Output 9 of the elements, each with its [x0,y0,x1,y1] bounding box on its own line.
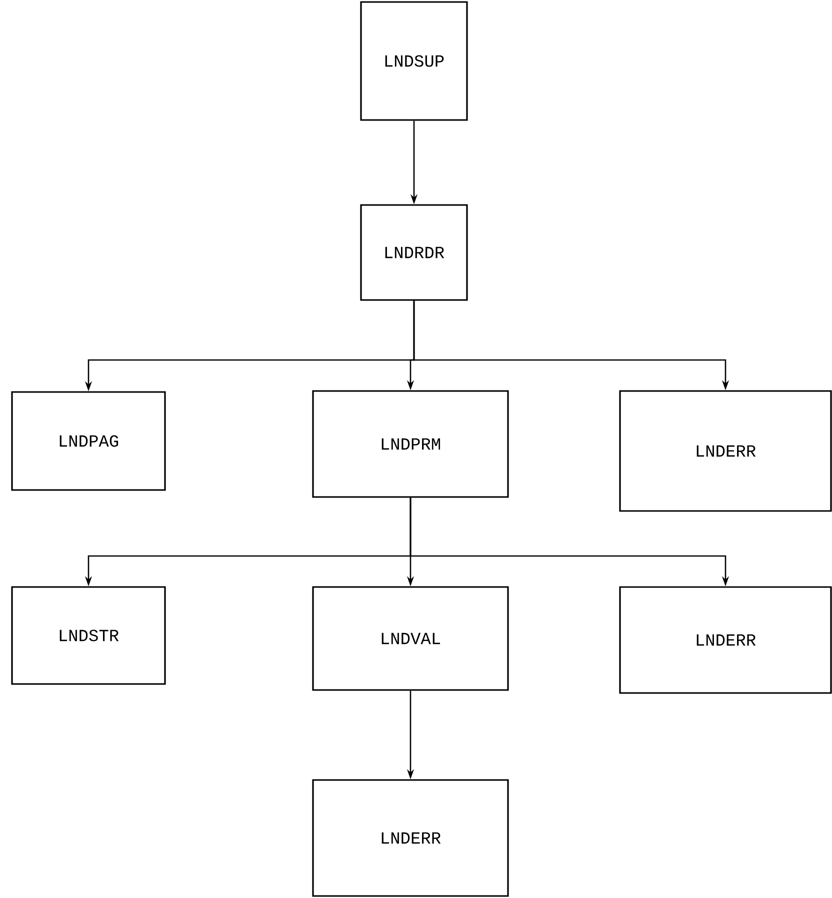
process-box: LNDRDR [360,204,468,301]
process-box: LNDVAL [312,586,509,691]
process-box: LNDPAG [11,391,166,491]
process-box: LNDSUP [360,1,468,121]
process-box: LNDPRM [312,390,509,498]
process-box: LNDERR [312,779,509,897]
process-box: LNDERR [619,390,832,512]
process-box: LNDERR [619,586,832,694]
process-box: LNDSTR [11,586,166,685]
